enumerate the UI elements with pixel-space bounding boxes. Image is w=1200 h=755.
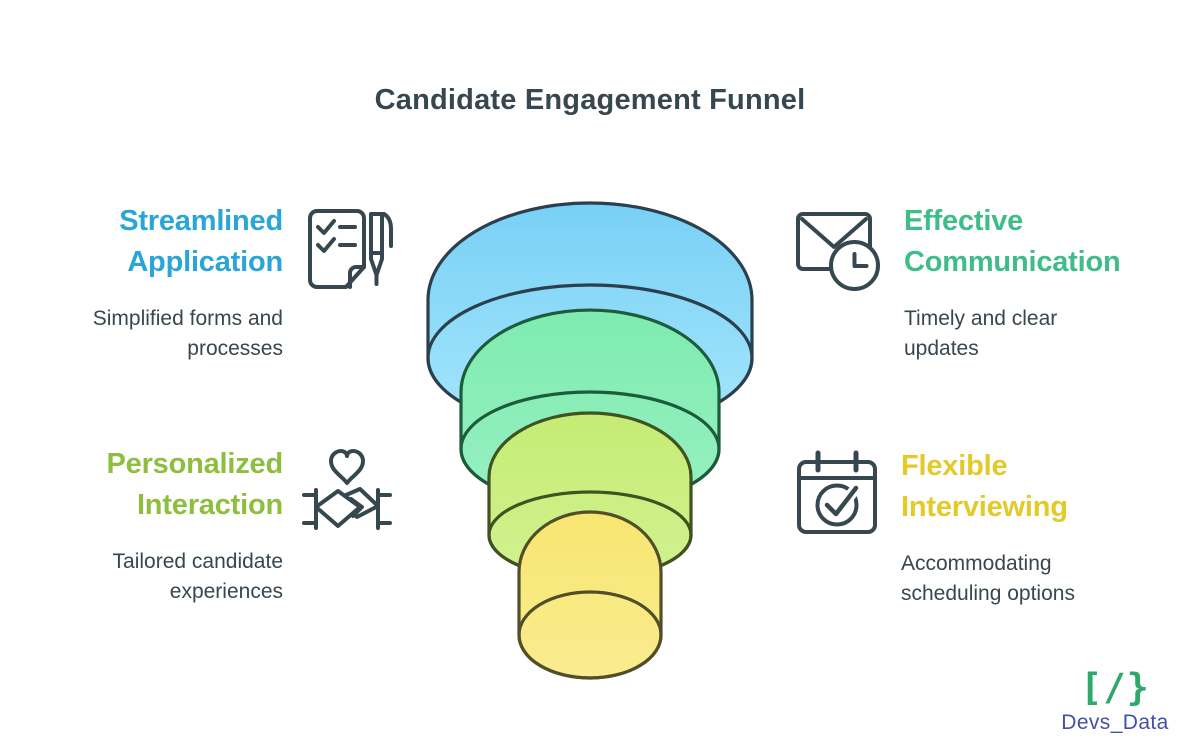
page-title: Candidate Engagement Funnel [374,84,806,116]
section-streamlined-application: Streamlined Application Simplified forms… [40,201,393,364]
section-description: Accommodating scheduling options [901,552,1075,605]
devsdata-logo: [/} Devs_Data [1042,666,1188,735]
funnel-stage-4-rim [517,590,663,680]
section-description: Tailored candidate experiences [112,550,283,603]
calendar-check-icon [797,450,877,534]
section-effective-communication: Effective Communication Timely and clear… [791,201,1166,364]
devsdata-logo-icon: [/} [1080,666,1150,709]
section-heading: Flexible Interviewing [901,450,1068,523]
section-heading: Effective Communication [904,205,1121,278]
envelope-clock-icon [796,212,880,291]
checklist-pen-icon [308,209,393,289]
section-description: Timely and clear updates [904,307,1058,360]
funnel-stage-4 [517,510,663,680]
section-description: Simplified forms and processes [92,307,283,360]
devsdata-logo-text: Devs_Data [1061,711,1169,734]
section-heading: Personalized Interaction [106,448,284,521]
section-flexible-interviewing: Flexible Interviewing Accommodating sche… [791,446,1163,609]
section-personalized-interaction: Personalized Interaction Tailored candid… [40,444,393,607]
section-heading: Streamlined Application [119,205,283,278]
heart-handshake-icon [302,449,392,530]
